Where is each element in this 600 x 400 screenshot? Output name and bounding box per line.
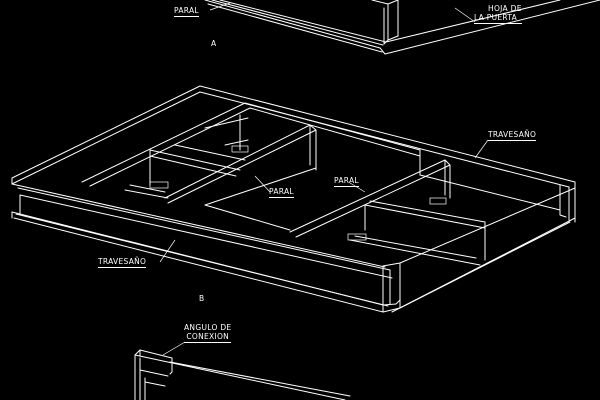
label-paral-center: PARAL [269, 187, 294, 198]
label-paral-right: PARAL [334, 176, 359, 187]
label-hoja-de-la-puerta: HOJA DE LA PUERTA [474, 4, 522, 24]
label-hoja-line1: HOJA DE [488, 4, 522, 13]
label-angulo-de-conexion: ANGULO DE CONEXION [184, 323, 232, 343]
label-hoja-line2: LA PUERTA [474, 13, 522, 24]
label-figure-a: A [211, 39, 217, 48]
label-figure-b: B [199, 294, 205, 303]
label-travesano-left: TRAVESAÑO [98, 257, 147, 268]
figure-b-drawing [11, 85, 576, 313]
label-angulo-line1: ANGULO DE [184, 323, 232, 332]
label-angulo-line2: CONEXION [184, 332, 232, 343]
figure-c-drawing [134, 341, 351, 400]
label-paral-a: PARAL [174, 6, 199, 17]
figure-a-drawing [204, 0, 600, 55]
label-travesano-right: TRAVESAÑO [488, 130, 537, 141]
